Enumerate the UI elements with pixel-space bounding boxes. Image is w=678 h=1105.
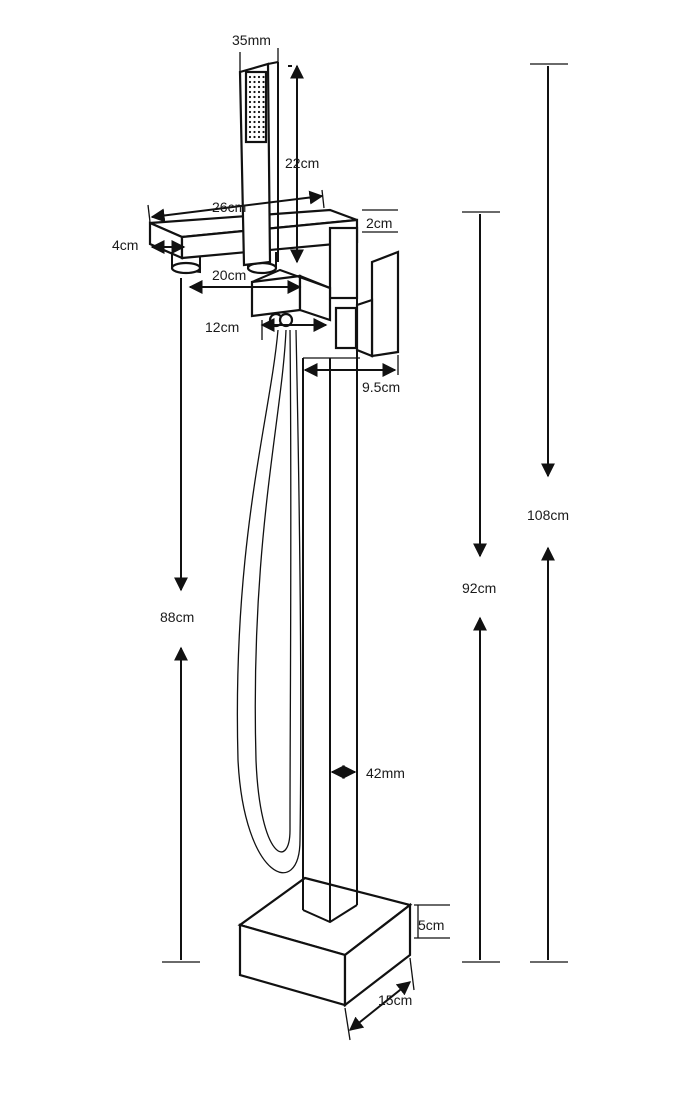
spray-nozzle-dot [262, 120, 265, 124]
spray-nozzle-dot [253, 125, 256, 129]
spray-nozzle-dot [248, 125, 252, 129]
spray-nozzle-dot [262, 130, 265, 134]
spray-nozzle-dot [257, 100, 261, 104]
spray-nozzle-dot [257, 115, 261, 119]
dim-holder-projection: 20cm [188, 267, 302, 294]
spray-nozzle-dot [248, 130, 252, 134]
dim-label-12cm: 12cm [205, 319, 239, 335]
floor-base [237, 876, 413, 1008]
spray-nozzle-dot [262, 125, 265, 129]
dim-overall-height: 108cm [527, 63, 569, 963]
dim-spout-thickness: 2cm [362, 209, 398, 233]
shower-hose [236, 312, 302, 874]
spray-nozzle-dot [248, 90, 252, 94]
spray-nozzle-dot [253, 90, 256, 94]
spray-nozzle-dot [248, 95, 252, 99]
spray-nozzle-dot [262, 75, 265, 79]
dim-label-15cm: 15cm [378, 992, 412, 1008]
spray-nozzle-dot [248, 120, 252, 124]
spray-nozzle-dot [262, 105, 265, 109]
dim-spout-height: 92cm [462, 211, 500, 963]
spray-nozzle-dot [248, 80, 252, 84]
spray-nozzle-dot [253, 135, 256, 139]
dim-spout-depth: 4cm [112, 237, 186, 254]
dim-handshower-width: 35mm [232, 32, 279, 72]
spray-nozzle-dot [262, 100, 265, 104]
spray-nozzle-dot [253, 80, 256, 84]
spray-nozzle-dot [248, 110, 252, 114]
dim-label-42mm: 42mm [366, 765, 405, 781]
spray-nozzle-dot [262, 95, 265, 99]
hand-shower-spray-face [248, 75, 265, 139]
dim-label-88cm: 88cm [160, 609, 194, 625]
spray-nozzle-dot [257, 105, 261, 109]
spray-nozzle-dot [257, 120, 261, 124]
spray-nozzle-dot [253, 110, 256, 114]
dim-base-height: 5cm [414, 904, 450, 939]
spray-nozzle-dot [248, 75, 252, 79]
dim-label-9-5cm: 9.5cm [362, 379, 400, 395]
spray-nozzle-dot [257, 90, 261, 94]
dim-label-2cm: 2cm [366, 215, 392, 231]
spray-nozzle-dot [262, 135, 265, 139]
dim-label-26cm: 26cm [212, 199, 246, 215]
spray-nozzle-dot [262, 85, 265, 89]
spray-nozzle-dot [257, 125, 261, 129]
dim-spout-length: 26cm [147, 189, 325, 223]
dim-outlet-height: 88cm [160, 278, 200, 963]
spray-nozzle-dot [248, 85, 252, 89]
dim-label-5cm: 5cm [418, 917, 444, 933]
spray-nozzle-dot [248, 100, 252, 104]
dim-label-108cm: 108cm [527, 507, 569, 523]
dim-handle-offset: 9.5cm [303, 355, 400, 395]
mixer-handle [355, 250, 400, 358]
spray-nozzle-dot [253, 100, 256, 104]
spray-nozzle-dot [257, 80, 261, 84]
spray-nozzle-dot [253, 115, 256, 119]
dim-column-width: 42mm [330, 765, 405, 781]
spray-nozzle-dot [253, 95, 256, 99]
dim-label-22cm: 22cm [285, 155, 319, 171]
dim-hose-connector: 12cm [205, 318, 328, 340]
spray-nozzle-dot [253, 120, 256, 124]
dim-label-35mm: 35mm [232, 32, 271, 48]
dim-handshower-height: 22cm [285, 64, 319, 264]
dim-label-20cm: 20cm [212, 267, 246, 283]
spray-nozzle-dot [248, 105, 252, 109]
spray-nozzle-dot [257, 135, 261, 139]
spray-nozzle-dot [262, 90, 265, 94]
spray-nozzle-dot [262, 80, 265, 84]
spray-nozzle-dot [253, 85, 256, 89]
spray-nozzle-dot [253, 105, 256, 109]
spray-nozzle-dot [257, 75, 261, 79]
spray-nozzle-dot [262, 115, 265, 119]
spray-nozzle-dot [253, 75, 256, 79]
spray-nozzle-dot [253, 130, 256, 134]
dim-base-width: 15cm [344, 957, 415, 1041]
dim-label-92cm: 92cm [462, 580, 496, 596]
spray-nozzle-dot [257, 110, 261, 114]
spray-nozzle-dot [257, 85, 261, 89]
spray-nozzle-dot [248, 115, 252, 119]
spray-nozzle-dot [257, 95, 261, 99]
spray-nozzle-dot [262, 110, 265, 114]
dim-label-4cm: 4cm [112, 237, 138, 253]
spray-nozzle-dot [257, 130, 261, 134]
spray-nozzle-dot [248, 135, 252, 139]
